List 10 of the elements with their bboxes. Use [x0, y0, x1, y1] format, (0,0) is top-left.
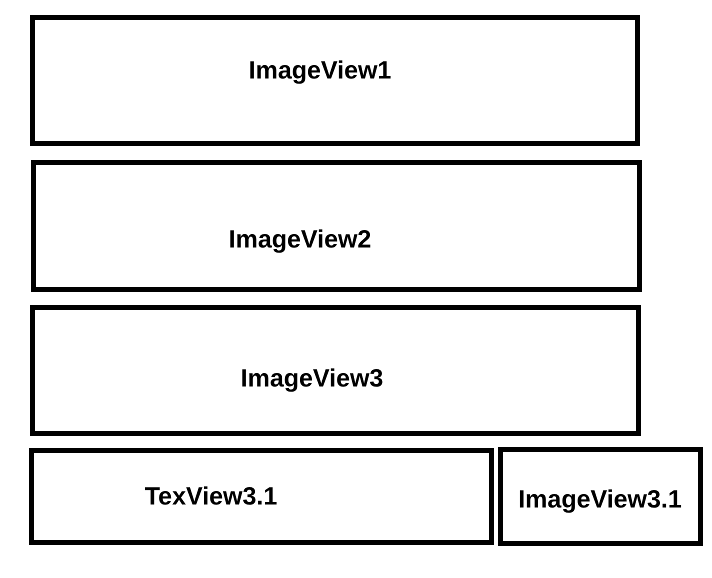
- view-box: [498, 447, 703, 546]
- box-label: ImageView1: [248, 56, 392, 86]
- box-label: ImageView2: [228, 226, 372, 254]
- view-box: [30, 15, 640, 146]
- box-label: ImageView3.1: [518, 486, 682, 514]
- view-box: [30, 305, 641, 436]
- box-label: ImageView3: [240, 364, 384, 394]
- box-label: TexView3.1: [144, 482, 278, 512]
- view-box: [29, 448, 494, 545]
- view-box: [31, 160, 642, 292]
